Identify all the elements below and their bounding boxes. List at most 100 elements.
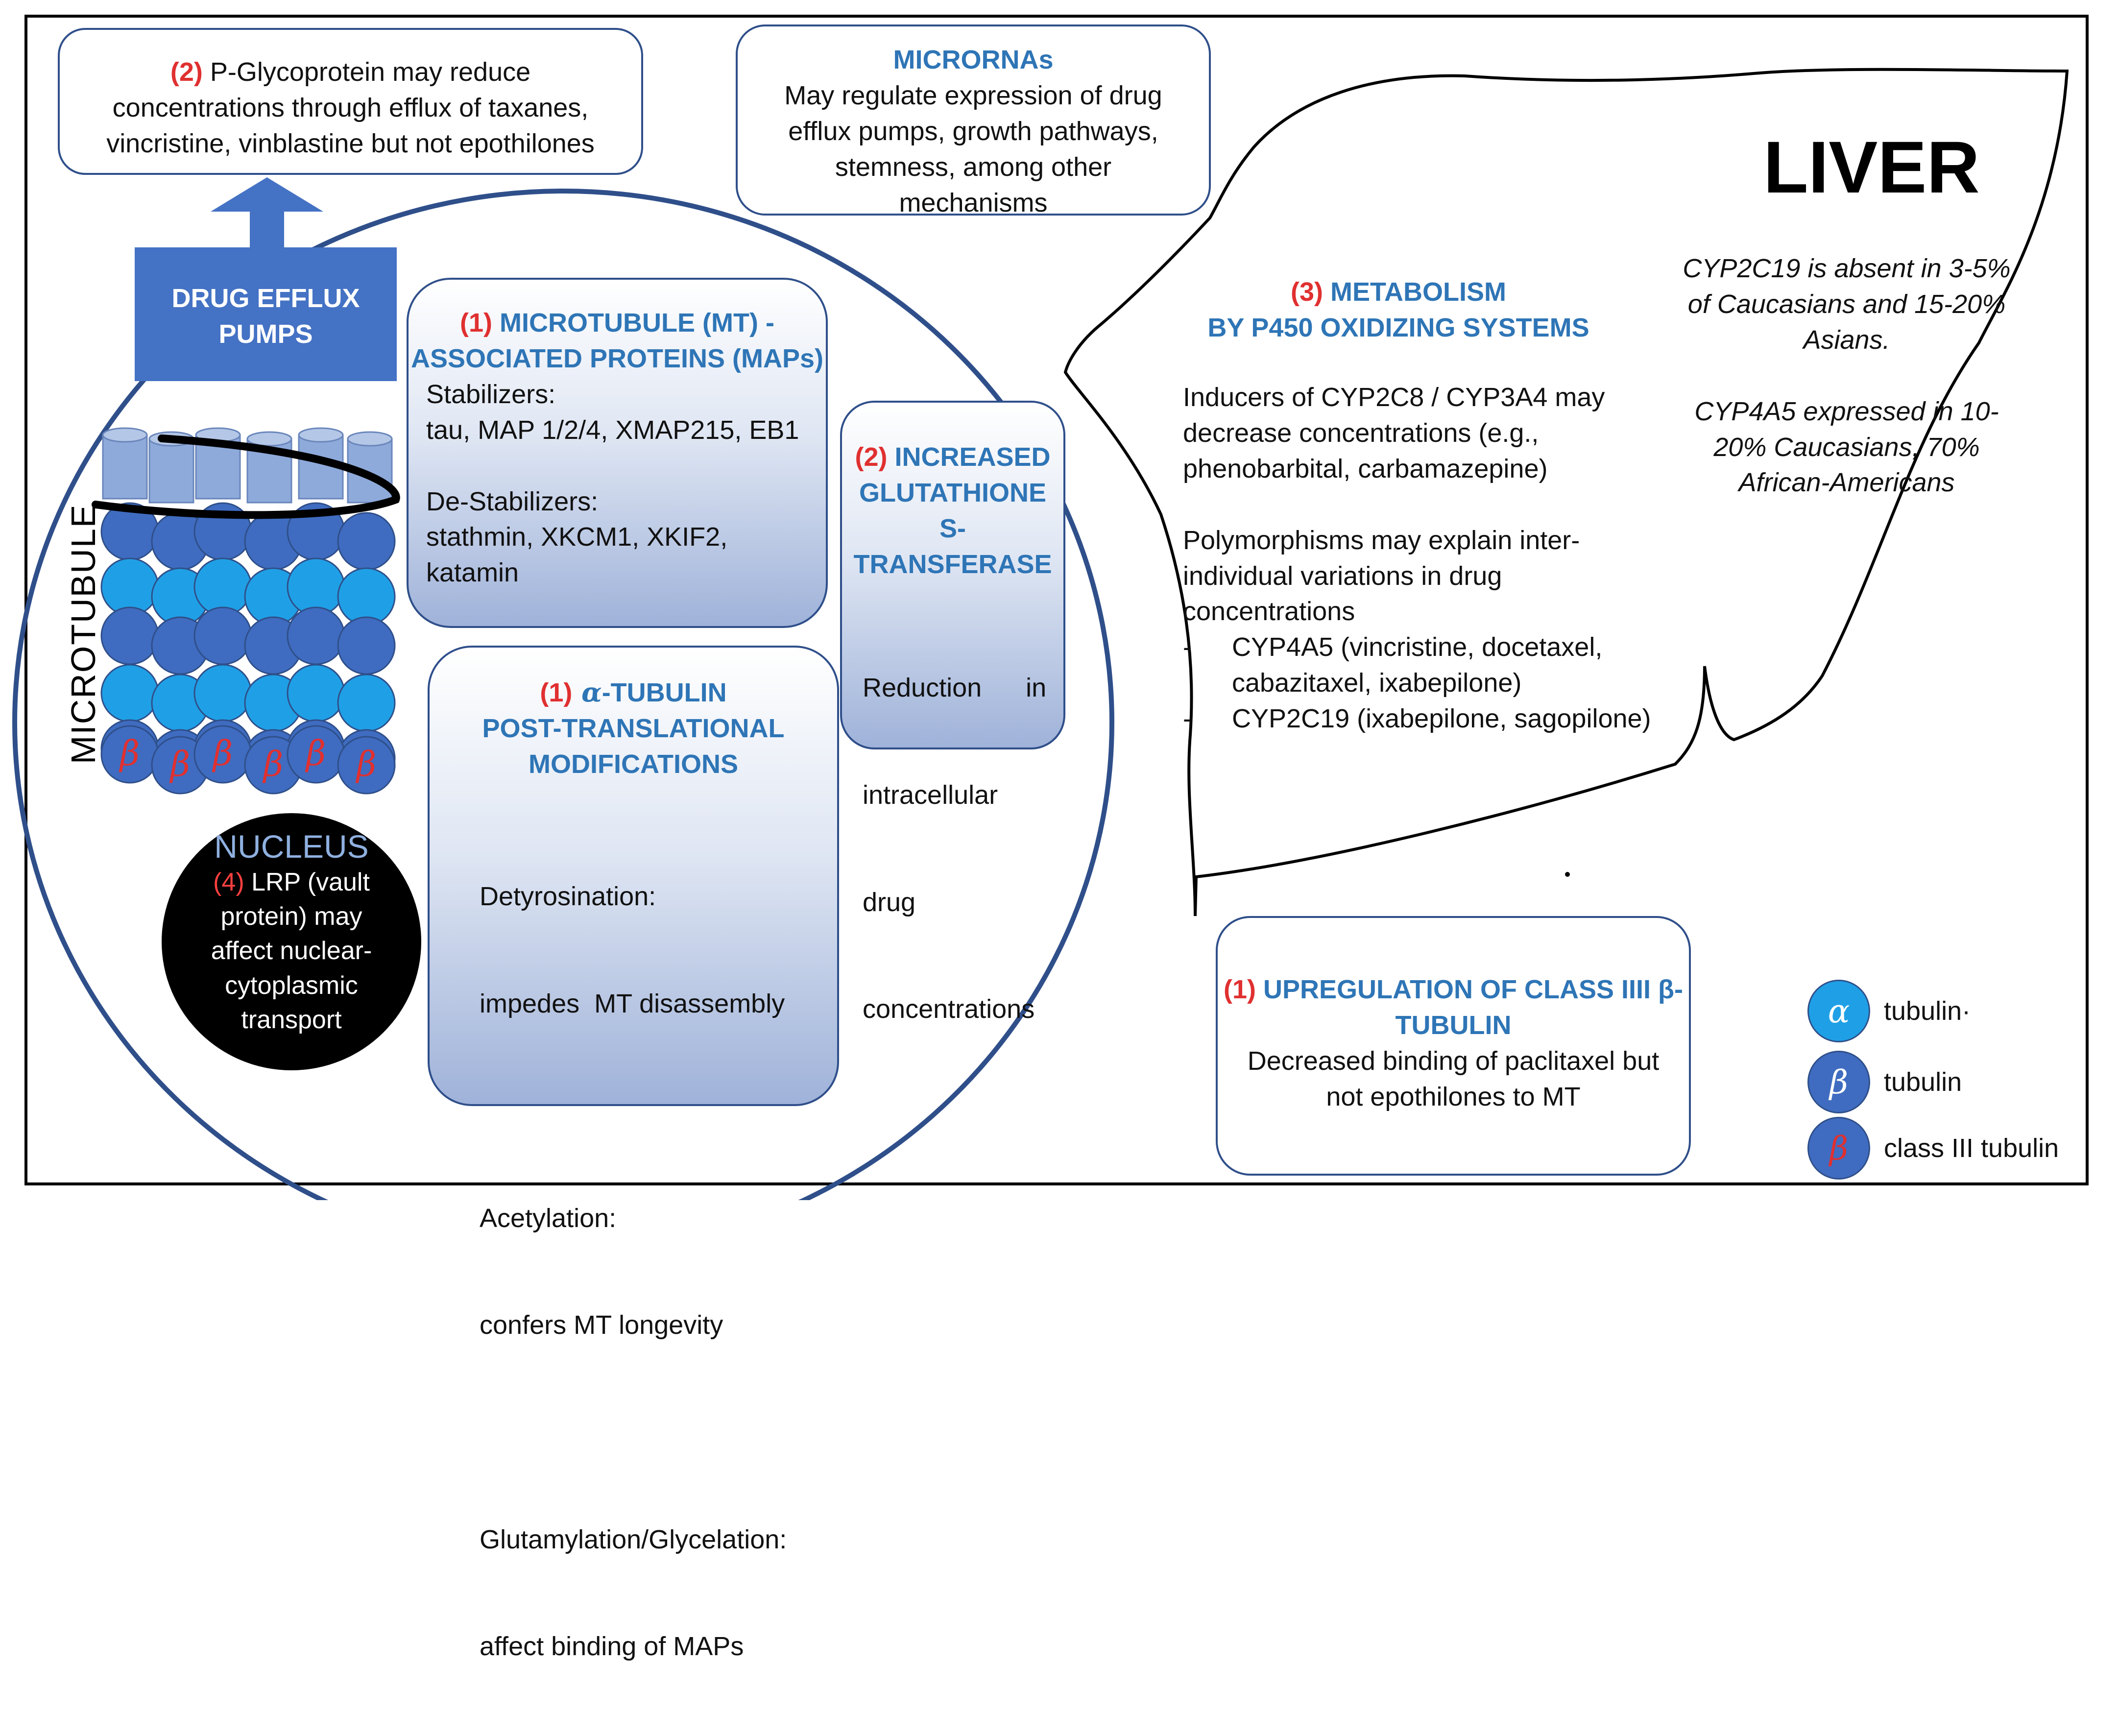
legend-row-beta: β tubulin [1807, 1051, 1962, 1113]
lattice-cylinder-top [246, 431, 292, 447]
tubulin-ball [193, 664, 252, 723]
liver-note-6: 20% Caucasians, 70% [1713, 432, 1980, 462]
liver-body: Inducers of CYP2C8 / CYP3A4 may decrease… [1183, 380, 1673, 737]
class3-body-2: not epothilones to MT [1326, 1082, 1581, 1111]
liver-note-2: of Caucasians and 15-20% [1687, 289, 2006, 319]
liver-title: LIVER [1763, 126, 1980, 208]
liver-body-5: Polymorphisms may explain inter- [1183, 525, 1580, 555]
gst-body-4: concentrations [863, 994, 1035, 1024]
nucleus-title: NUCLEUS [214, 828, 369, 865]
efflux-number: (2) [170, 57, 203, 87]
tubulin-ball [193, 606, 252, 665]
legend-class3-symbol: β [1829, 1129, 1849, 1167]
metabolism-heading: (3) METABOLISM BY P450 OXIDIZING SYSTEMS [1185, 274, 1612, 346]
drug-efflux-pumps: DRUG EFFLUX PUMPS [135, 247, 397, 381]
tubulin-spacer [480, 1093, 837, 1129]
liver-spacer [1183, 487, 1673, 523]
beta-symbol: β [355, 744, 376, 784]
alpha-tubulin-ball: α [1807, 980, 1870, 1042]
tubulin-ball [100, 606, 159, 665]
liver-bullet-2: - CYP2C19 (ixabepilone, sagopilone) [1183, 701, 1673, 737]
tubulin-title-2: POST-TRANSLATIONAL [482, 713, 785, 743]
class3-title-2: TUBULIN [1395, 1010, 1512, 1040]
gst-body-1: Reduction in [863, 673, 1047, 703]
nucleus-line-2: protein) may [220, 902, 362, 931]
efflux-line-1: P-Glycoprotein may reduce [202, 57, 531, 87]
legend-row-alpha: α tubulin· [1807, 980, 1971, 1042]
dot-mark [1565, 872, 1570, 877]
gst-title-1: INCREASED [887, 442, 1051, 472]
tubulin-ball [287, 606, 345, 665]
liver-note-5: CYP4A5 expressed in 10- [1694, 396, 1999, 426]
efflux-line-3: vincristine, vinblastine but not epothil… [106, 128, 595, 158]
tubulin-ball [100, 664, 159, 723]
gst-title-3: S-TRANSFERASE [853, 513, 1052, 579]
beta-symbol: β [262, 744, 283, 784]
liver-note-1: CYP2C19 is absent in 3-5% [1683, 254, 2011, 283]
legend-alpha-symbol: α [1828, 992, 1850, 1030]
glutathione-box: (2) INCREASED GLUTATHIONE S-TRANSFERASE … [840, 401, 1065, 1024]
tubulin-number: (1) [540, 678, 573, 707]
lattice-cylinder [148, 438, 194, 504]
beta-symbol: β [212, 733, 233, 773]
liver-body-7: concentrations [1183, 597, 1355, 627]
maps-body-6: katamin [426, 558, 519, 588]
efflux-arrow [211, 177, 323, 247]
alpha-symbol: α [572, 676, 602, 708]
lattice-cylinder [102, 434, 148, 500]
tubulin-body-2: impedes MT disassembly [480, 989, 785, 1019]
metabolism-title-1: METABOLISM [1323, 277, 1506, 307]
nucleus-line-4: cytoplasmic [225, 971, 358, 1000]
maps-spacer [426, 448, 826, 484]
nucleus-line-3: affect nuclear- [211, 937, 372, 965]
metabolism-title-2: BY P450 OXIDIZING SYSTEMS [1207, 313, 1589, 342]
cell-outline [12, 189, 1114, 1200]
micrornas-line-2: efflux pumps, growth pathways, [788, 116, 1158, 146]
class3-title-1: UPREGULATION OF CLASS IIII β- [1256, 975, 1683, 1004]
nucleus-line-5: transport [241, 1005, 342, 1034]
tubulin-ball [337, 512, 396, 571]
liver-body-1: Inducers of CYP2C8 / CYP3A4 may [1183, 383, 1605, 412]
gst-body-2: intracellular [863, 780, 998, 810]
maps-body-2: tau, MAP 1/2/4, XMAP215, EB1 [426, 415, 799, 445]
micrornas-line-1: May regulate expression of drug [784, 80, 1162, 110]
tubulin-ball [287, 664, 345, 723]
legend-alpha-label: tubulin· [1884, 996, 1971, 1026]
maps-title-2: ASSOCIATED PROTEINS (MAPs) [410, 343, 824, 373]
bullet-1-line-1: CYP4A5 (vincristine, docetaxel, [1232, 632, 1603, 662]
liver-notes: CYP2C19 is absent in 3-5% of Caucasians … [1675, 251, 2018, 501]
efflux-line-2: concentrations through efflux of taxanes… [112, 93, 589, 122]
p-glycoprotein-box: (2) P-Glycoprotein may reduce concentrat… [58, 28, 643, 175]
micrornas-title: MICRORNAs [893, 45, 1054, 74]
legend-class3-label: class III tubulin [1884, 1133, 2059, 1163]
tubulin-body-5: confers MT longevity [480, 1310, 723, 1340]
legend-row-class3: β class III tubulin [1807, 1117, 2059, 1180]
class3-number: (1) [1224, 975, 1256, 1004]
gst-title-2: GLUTATHIONE [859, 478, 1046, 507]
maps-title-1: MICROTUBULE (MT) - [492, 308, 774, 338]
maps-body-4: De-Stabilizers: [426, 486, 599, 516]
figure-frame [24, 15, 2089, 1185]
beta-symbol: β [119, 733, 140, 773]
bullet-dash: - [1183, 632, 1192, 662]
bullet-2-line-1: CYP2C19 (ixabepilone, sagopilone) [1232, 704, 1651, 734]
class3-tubulin-ball: β [1807, 1117, 1870, 1180]
tubulin-body-8: affect binding of MAPs [480, 1632, 744, 1662]
nucleus: NUCLEUS (4) LRP (vault protein) may affe… [162, 813, 421, 1070]
microtubule-label: MICROTUBULE [64, 504, 102, 764]
liver-outline [1063, 68, 2069, 916]
legend-beta-label: tubulin [1884, 1067, 1962, 1097]
tubulin-body-7: Glutamylation/Glycelation: [480, 1524, 787, 1554]
alpha-tubulin-box: (1) α-TUBULIN POST-TRANSLATIONAL MODIFIC… [428, 646, 839, 1661]
gst-number: (2) [855, 442, 888, 472]
micrornas-line-4: mechanisms [899, 188, 1048, 217]
microtubule-curve [92, 434, 400, 519]
liver-bullet-1: - CYP4A5 (vincristine, docetaxel, cabazi… [1183, 629, 1673, 701]
tubulin-title-1: -TUBULIN [602, 678, 727, 707]
lattice-cylinder-top [102, 427, 148, 443]
beta-tubulin-ball: β [1807, 1051, 1870, 1113]
metabolism-number: (3) [1291, 277, 1324, 307]
lattice-cylinder-top [347, 431, 393, 447]
beta-tubulin-ball [337, 736, 396, 795]
